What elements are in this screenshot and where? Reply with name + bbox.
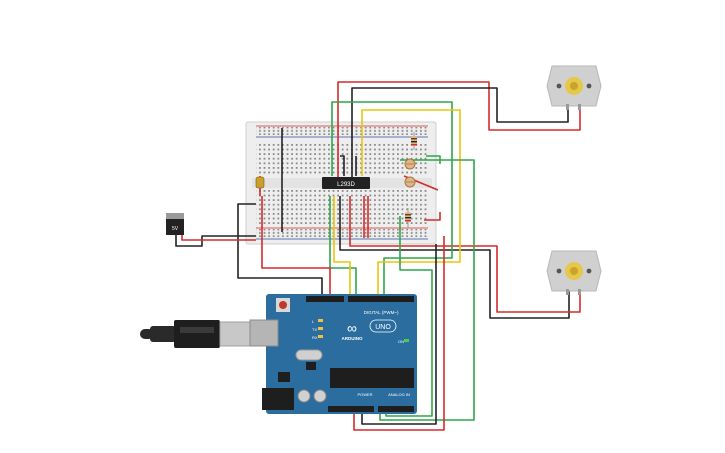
wire-green-3 — [379, 159, 475, 421]
chip-label: L293D — [337, 182, 355, 188]
wire-black-motor-top — [351, 87, 569, 180]
wire-red-motor-top — [337, 81, 581, 180]
ldr-1[interactable] — [404, 158, 416, 170]
l-label: L — [312, 319, 315, 324]
wire-yellow-1 — [361, 109, 461, 298]
wire-black-gnd — [237, 203, 323, 298]
wires — [175, 81, 581, 431]
voltage-regulator-5v[interactable]: 5V — [166, 213, 184, 235]
capacitor[interactable] — [255, 176, 265, 189]
wire-black-motor-bottom — [339, 196, 570, 319]
wire-green-1 — [331, 101, 453, 298]
digital-header-label: DIGITAL (PWM~) — [364, 310, 399, 315]
wire-red-5v — [261, 196, 331, 298]
wire-red-regulator — [181, 234, 256, 241]
wire-green-5 — [426, 155, 441, 164]
ldr-2[interactable] — [404, 176, 416, 188]
wire-red-ldr-2 — [424, 212, 441, 221]
dc-motor-bottom[interactable] — [546, 250, 602, 295]
wire-black-jumper-1 — [340, 155, 345, 176]
usb-cable[interactable] — [140, 320, 251, 348]
wire-green-4 — [385, 216, 433, 417]
wire-yellow-2 — [333, 196, 351, 298]
regulator-label: 5V — [172, 226, 179, 232]
power-label: POWER — [357, 392, 372, 397]
wire-black-regulator — [175, 234, 256, 247]
wire-black-gnd-bottom — [361, 244, 437, 425]
arduino-uno[interactable]: DIGITAL (PWM~) L TX RX ∞ ARDUINO UNO ON … — [249, 294, 417, 414]
rx-label: RX — [312, 335, 318, 340]
analog-label: ANALOG IN — [388, 392, 410, 397]
resistor-top[interactable] — [411, 132, 417, 150]
arduino-model: UNO — [375, 324, 391, 331]
wire-red-motor-bottom — [349, 196, 581, 313]
atmega-chip — [330, 368, 414, 388]
arduino-logo-icon: ∞ — [347, 320, 357, 336]
resistor-bottom[interactable] — [405, 208, 411, 228]
wire-red-bottom — [353, 236, 445, 431]
tx-label: TX — [312, 327, 317, 332]
on-label: ON — [398, 339, 404, 344]
dc-motor-top[interactable] — [546, 65, 602, 110]
arduino-brand: ARDUINO — [342, 336, 363, 341]
reset-button[interactable] — [279, 301, 287, 309]
l293d-chip[interactable]: L293D — [322, 177, 370, 189]
wire-green-2 — [329, 196, 357, 298]
